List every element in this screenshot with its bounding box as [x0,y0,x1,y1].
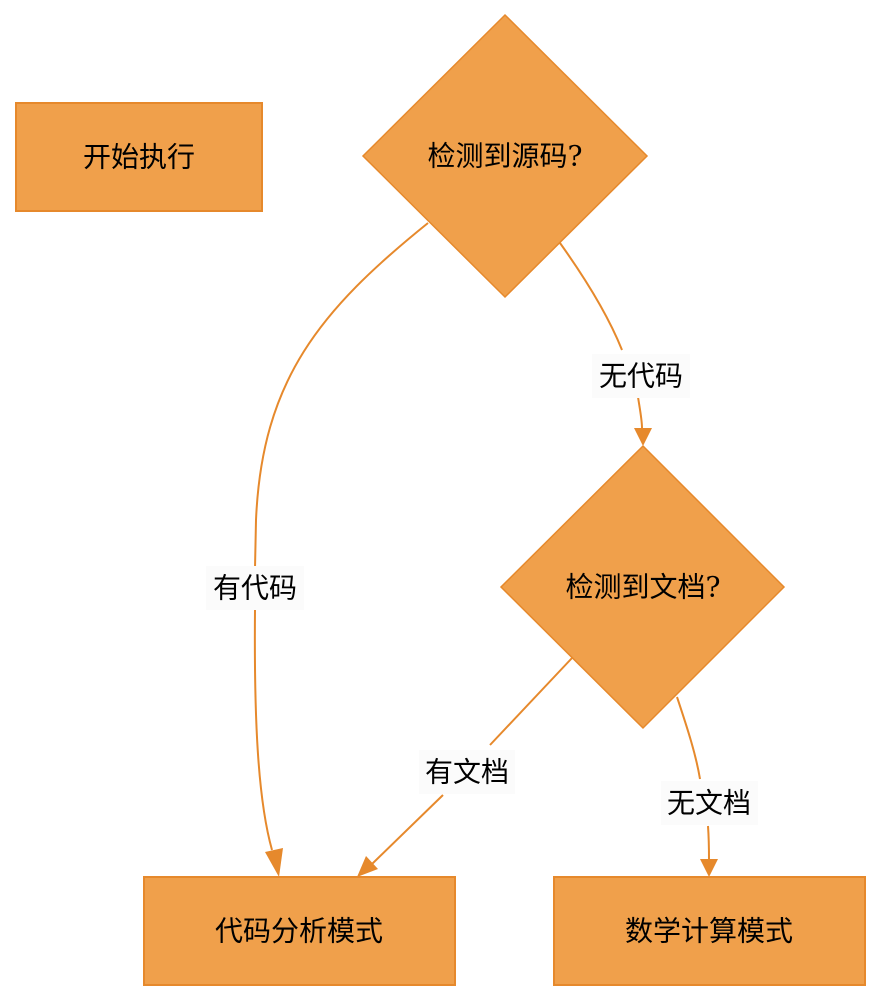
node-start-box [15,102,263,212]
node-start[interactable]: 开始执行 [15,102,263,212]
edge-has-code-label-bg [206,566,304,610]
edge-no-docs-line [676,696,701,780]
node-check-source-diamond [361,13,649,299]
edge-no-docs-line-lower [707,825,710,861]
edge-no-code-line-lower [637,396,643,429]
node-check-docs-diamond [499,444,786,730]
edge-no-code: 无代码 [559,242,690,446]
edge-no-code-line [559,242,623,351]
edge-has-code-line-lower [253,609,273,851]
edge-has-code-label: 有代码 [213,572,297,605]
edge-has-docs: 有文档 [357,657,573,877]
node-start-label: 开始执行 [83,141,195,174]
node-math-compute-box [553,876,866,986]
edge-has-docs-line-lower [371,794,444,865]
node-math-compute-label: 数学计算模式 [625,915,793,948]
node-check-docs-label: 检测到文档? [565,571,720,604]
edge-no-code-label-bg [592,354,690,398]
node-code-analysis-label: 代码分析模式 [215,915,383,948]
edge-no-docs-label-bg [661,781,758,825]
edge-has-code: 有代码 [206,222,429,877]
edge-no-code-label: 无代码 [599,360,683,393]
node-check-source[interactable]: 检测到源码? [361,13,649,299]
node-check-docs[interactable]: 检测到文档? [499,444,786,730]
edge-has-docs-line [489,657,573,746]
edge-no-docs-label: 无文档 [667,787,751,820]
edge-has-code-line [254,222,429,569]
node-check-source-label: 检测到源码? [427,140,582,173]
node-code-analysis-box [143,876,456,986]
edge-has-docs-label: 有文档 [425,756,509,789]
edge-no-docs-arrowhead [700,859,718,877]
node-code-analysis[interactable]: 代码分析模式 [143,876,456,986]
edge-has-docs-label-bg [419,750,515,794]
edge-no-docs: 无文档 [661,696,758,877]
node-math-compute[interactable]: 数学计算模式 [553,876,866,986]
edge-has-docs-arrowhead [357,856,378,877]
edge-has-code-arrowhead [265,848,283,877]
edge-no-code-arrowhead [634,428,652,446]
